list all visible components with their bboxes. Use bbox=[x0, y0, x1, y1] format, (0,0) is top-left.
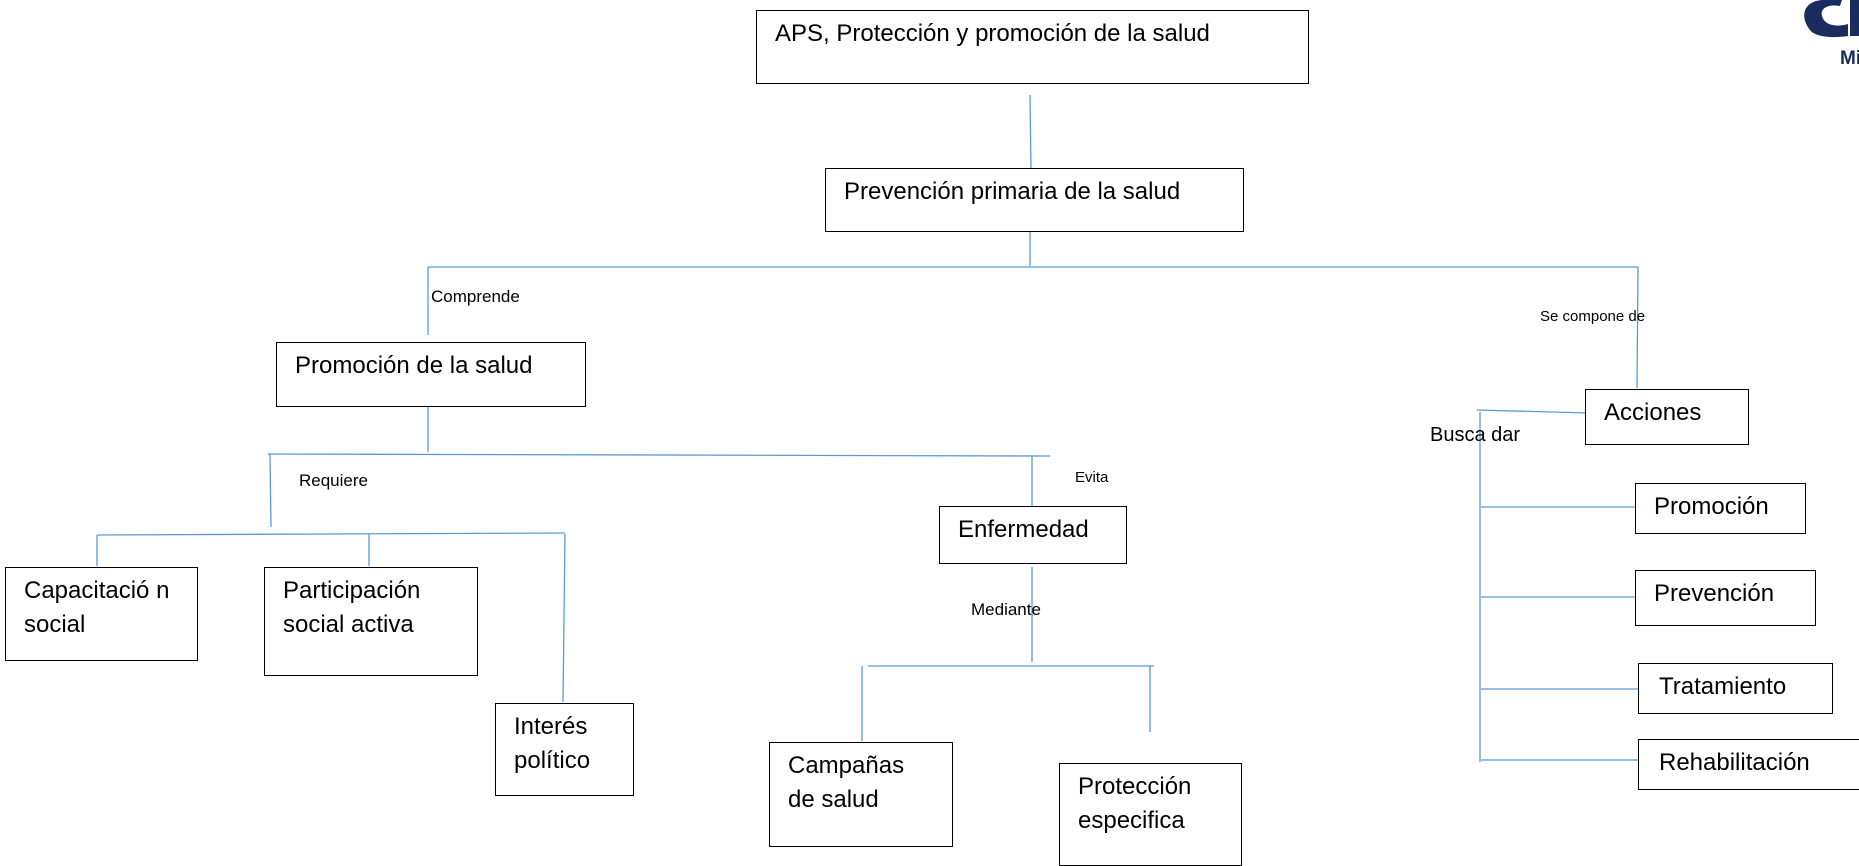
node-enfermedad-label: Enfermedad bbox=[958, 516, 1089, 543]
node-rehabilitacion: Rehabilitación bbox=[1638, 739, 1859, 790]
label-mediante: Mediante bbox=[971, 600, 1041, 619]
connector bbox=[1029, 94, 1032, 169]
node-promocion-label: Promoción bbox=[1654, 493, 1769, 520]
connector bbox=[269, 453, 272, 528]
connector bbox=[96, 532, 566, 536]
node-promocion: Promoción bbox=[1635, 483, 1806, 534]
connector bbox=[562, 533, 566, 703]
node-rehabilitacion-label: Rehabilitación bbox=[1659, 749, 1810, 776]
node-proteccion: Protección especifica bbox=[1059, 763, 1242, 866]
node-prevencion-primaria-label: Prevención primaria de la salud bbox=[844, 178, 1181, 205]
node-prevencion-label: Prevención bbox=[1654, 580, 1775, 607]
node-capacitacion: Capacitació n social bbox=[5, 567, 198, 661]
node-enfermedad: Enfermedad bbox=[939, 506, 1127, 564]
node-participacion: Participación social activa bbox=[264, 567, 478, 676]
node-proteccion-label: Protección especifica bbox=[1078, 773, 1192, 834]
node-campanas-label: Campañas de salud bbox=[788, 752, 905, 813]
connector bbox=[1636, 266, 1639, 389]
node-tratamiento: Tratamiento bbox=[1638, 663, 1833, 714]
node-acciones-label: Acciones bbox=[1604, 399, 1702, 426]
node-prevencion-primaria: Prevención primaria de la salud bbox=[825, 168, 1244, 232]
node-prevencion: Prevención bbox=[1635, 570, 1816, 626]
label-comprende: Comprende bbox=[431, 287, 520, 306]
label-requiere: Requiere bbox=[299, 471, 368, 490]
node-aps: APS, Protección y promoción de la salud bbox=[756, 10, 1309, 84]
node-promocion-salud: Promoción de la salud bbox=[276, 342, 586, 407]
logo-text: Mi bbox=[1840, 48, 1859, 69]
node-participacion-label: Participación social activa bbox=[283, 577, 421, 638]
label-busca-dar: Busca dar bbox=[1430, 424, 1521, 446]
node-interes: Interés político bbox=[495, 703, 634, 796]
node-campanas: Campañas de salud bbox=[769, 742, 953, 847]
connector bbox=[1476, 409, 1589, 414]
logo-mark-icon bbox=[1804, 0, 1859, 38]
node-acciones: Acciones bbox=[1585, 389, 1749, 445]
node-interes-label: Interés político bbox=[514, 713, 591, 774]
node-capacitacion-label: Capacitació n social bbox=[24, 577, 170, 638]
node-promocion-salud-label: Promoción de la salud bbox=[295, 352, 533, 379]
node-tratamiento-label: Tratamiento bbox=[1659, 673, 1787, 700]
label-evita: Evita bbox=[1075, 469, 1109, 486]
connector bbox=[267, 453, 1051, 457]
node-aps-label: APS, Protección y promoción de la salud bbox=[775, 20, 1210, 47]
label-se-compone-de: Se compone de bbox=[1540, 308, 1646, 325]
logo: Mi bbox=[1788, 0, 1859, 80]
